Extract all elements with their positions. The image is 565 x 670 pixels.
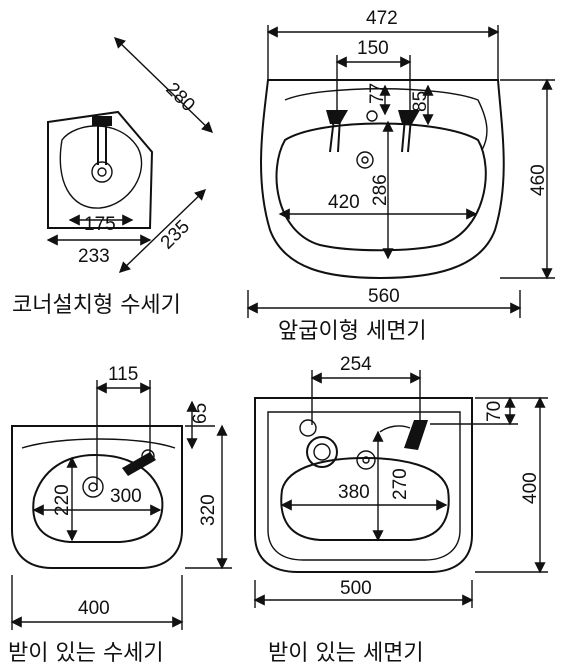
front-basin-dim-lines (246, 25, 555, 318)
dim-420: 420 (328, 192, 360, 213)
dim-472: 472 (366, 8, 398, 29)
dim-235: 235 (157, 216, 194, 253)
dim-175: 175 (84, 214, 116, 235)
dim-500: 500 (340, 578, 372, 599)
tray-sink-dim-lines (10, 380, 232, 630)
dim-300: 300 (110, 486, 142, 507)
dim-380: 380 (338, 482, 370, 503)
corner-sink-drawing (47, 110, 154, 229)
dim-85: 85 (410, 91, 431, 112)
corner-sink-panel: 280 175 233 235 코너설치형 수세기 (12, 37, 214, 318)
dim-77: 77 (367, 83, 388, 104)
dim-270: 270 (390, 468, 411, 500)
dim-65: 65 (190, 403, 211, 424)
dim-280: 280 (161, 79, 198, 116)
tray-sink-panel: 115 65 220 300 320 400 받이 있는 수세기 (8, 364, 232, 666)
dim-560: 560 (368, 286, 400, 307)
dim-400b: 400 (520, 472, 541, 504)
dim-320: 320 (198, 494, 219, 526)
front-basin-drawing (260, 79, 505, 280)
tray-sink-drawing (11, 425, 183, 569)
corner-sink-dim-lines (46, 37, 214, 273)
tray-basin-drawing (254, 397, 473, 573)
dim-233: 233 (78, 246, 110, 267)
dim-70: 70 (484, 401, 505, 422)
dim-254: 254 (340, 354, 372, 375)
front-basin-panel: 472 150 77 85 286 420 460 560 앞굽이형 세면기 (246, 8, 555, 344)
dim-400: 400 (78, 598, 110, 619)
dim-150: 150 (357, 38, 389, 59)
tray-sink-caption: 받이 있는 수세기 (8, 641, 164, 666)
dim-286: 286 (370, 174, 391, 206)
dim-220: 220 (52, 484, 73, 516)
corner-sink-caption: 코너설치형 수세기 (12, 293, 181, 318)
front-basin-caption: 앞굽이형 세면기 (278, 319, 427, 344)
dim-115: 115 (108, 364, 138, 385)
tray-basin-panel: 254 70 270 380 400 500 받이 있는 세면기 (253, 354, 548, 666)
tray-basin-caption: 받이 있는 세면기 (268, 641, 424, 666)
dim-460: 460 (528, 164, 549, 196)
tray-basin-dim-lines (253, 370, 548, 608)
